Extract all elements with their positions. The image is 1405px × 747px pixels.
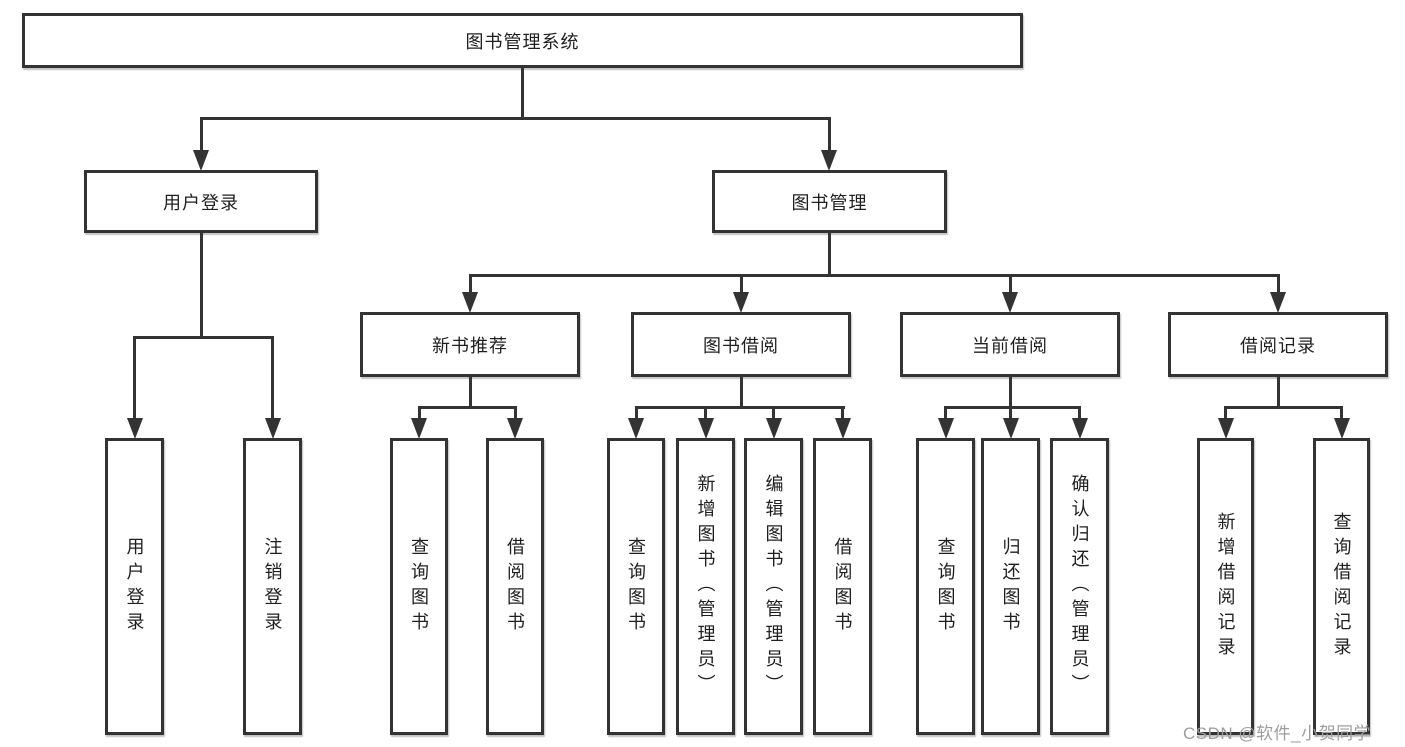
connector-book-management-bar (468, 274, 1280, 277)
node-book-management: 图书管理 (712, 170, 947, 233)
node-current-borrow: 当前借阅 (900, 312, 1120, 377)
connector-user-login-stem (199, 233, 203, 336)
leaf-cb-confirm-return-admin: 确认归还（管理员） (1050, 438, 1109, 735)
connector-root-stem (520, 68, 524, 117)
arrowhead-nb-borrow (507, 418, 523, 439)
arrowhead-bb-add (697, 418, 714, 439)
connector-drop-user-login (199, 117, 203, 151)
arrowhead-nb-query (411, 418, 427, 439)
node-user-login: 用户登录 (84, 170, 318, 233)
connector-new-book-bar (417, 406, 517, 409)
connector-root-bar (199, 117, 831, 120)
leaf-bb-borrow-books: 借阅图书 (813, 438, 872, 735)
arrowhead-borrow-records (1270, 292, 1286, 313)
arrowhead-current-borrow (1002, 292, 1018, 313)
connector-user-login-bar (133, 336, 274, 339)
leaf-bb-add-book-admin: 新增图书（管理员） (676, 438, 735, 735)
leaf-br-add-record: 新增借阅记录 (1197, 438, 1254, 735)
leaf-cb-return-books: 归还图书 (981, 438, 1040, 735)
arrowhead-new-book (462, 292, 478, 313)
leaf-nb-query-books: 查询图书 (390, 438, 448, 735)
leaf-logout: 注销登录 (243, 438, 302, 735)
leaf-bb-edit-book-admin: 编辑图书（管理员） (744, 438, 803, 735)
connector-borrow-records-stem (1276, 377, 1280, 406)
arrowhead-cb-return (1002, 418, 1019, 439)
arrowhead-book-management (821, 150, 837, 171)
node-borrow-records: 借阅记录 (1168, 312, 1388, 377)
connector-drop-borrow-records (1276, 274, 1280, 294)
leaf-cb-query-books: 查询图书 (916, 438, 975, 735)
connector-book-borrow-bar (634, 406, 845, 409)
arrowhead-bb-query (628, 418, 644, 439)
connector-book-management-stem (827, 233, 831, 274)
connector-drop-cb-confirm (1078, 406, 1081, 420)
connector-drop-nb-query (417, 406, 421, 420)
connector-drop-cb-query (944, 406, 947, 420)
connector-drop-bb-query (634, 406, 638, 420)
arrowhead-cb-query (937, 418, 954, 439)
connector-drop-leaf-logout (271, 336, 274, 420)
connector-drop-book-management (827, 117, 831, 151)
leaf-bb-query-books: 查询图书 (607, 438, 665, 735)
arrowhead-leaf-user-login (126, 418, 143, 439)
connector-current-borrow-stem (1008, 377, 1012, 406)
connector-new-book-stem (468, 377, 472, 406)
node-library-management-system: 图书管理系统 (22, 13, 1023, 68)
connector-current-borrow-bar (944, 406, 1081, 409)
arrowhead-br-add (1217, 418, 1234, 439)
arrowhead-cb-confirm (1071, 418, 1088, 439)
connector-drop-new-book (468, 274, 472, 294)
leaf-br-query-record: 查询借阅记录 (1313, 438, 1370, 735)
node-new-book-recommend: 新书推荐 (360, 312, 580, 377)
arrowhead-bb-borrow (834, 418, 851, 439)
leaf-nb-borrow-books: 借阅图书 (486, 438, 544, 735)
arrowhead-user-login (193, 150, 209, 171)
arrowhead-br-query (1333, 418, 1350, 439)
connector-drop-bb-add (704, 406, 707, 420)
connector-drop-bb-borrow (841, 406, 844, 420)
connector-drop-br-query (1340, 406, 1343, 420)
connector-book-borrow-stem (739, 377, 743, 406)
connector-drop-br-add (1224, 406, 1227, 420)
connector-borrow-records-bar (1224, 406, 1343, 409)
connector-drop-leaf-user-login (133, 336, 136, 420)
node-book-borrow: 图书借阅 (631, 312, 851, 377)
arrowhead-book-borrow (733, 292, 749, 313)
leaf-user-login: 用户登录 (105, 438, 164, 735)
csdn-watermark: CSDN @软件_小贺同学 (1183, 724, 1372, 743)
connector-drop-nb-borrow (513, 406, 517, 420)
connector-drop-bb-edit (772, 406, 775, 420)
connector-drop-book-borrow (739, 274, 743, 294)
connector-drop-cb-return (1009, 406, 1012, 420)
arrowhead-leaf-logout (264, 418, 281, 439)
arrowhead-bb-edit (765, 418, 782, 439)
connector-drop-current-borrow (1008, 274, 1012, 294)
